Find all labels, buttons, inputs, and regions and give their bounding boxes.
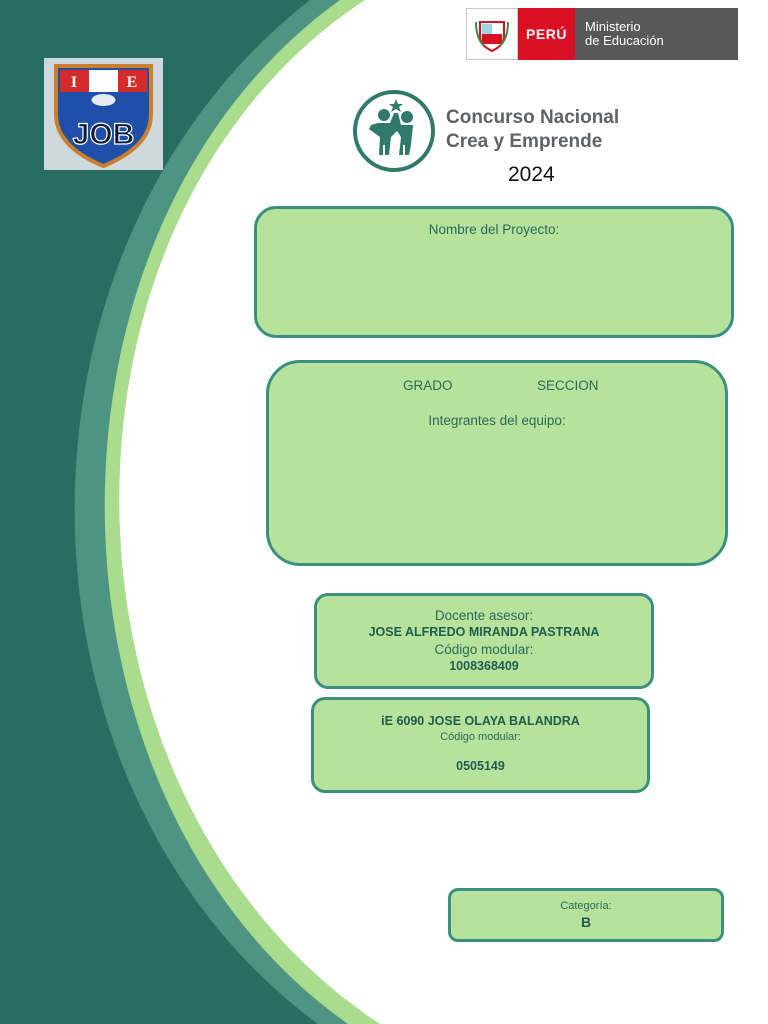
- ministry-line-2: de Educación: [585, 33, 664, 48]
- svg-text:I: I: [71, 74, 77, 91]
- advisor-code: 1008368409: [449, 659, 519, 673]
- grade-label: GRADO: [403, 378, 453, 393]
- category-value: B: [580, 914, 592, 930]
- advisor-label: Docente asesor:: [434, 608, 534, 623]
- dark-green-panel: [0, 0, 318, 1024]
- team-members-label: Integrantes del equipo:: [428, 413, 566, 428]
- school-crest-logo: I E JOB: [44, 58, 163, 170]
- team-box: GRADO SECCION Integrantes del equipo:: [266, 360, 728, 566]
- peru-label: PERÚ: [518, 8, 575, 60]
- contest-year: 2024: [508, 163, 555, 186]
- contest-title: Concurso Nacional Crea y Emprende: [446, 106, 619, 154]
- svg-text:JOB: JOB: [73, 118, 135, 151]
- contest-title-line-2: Crea y Emprende: [446, 131, 603, 152]
- project-name-box: Nombre del Proyecto:: [254, 206, 734, 338]
- category-label: Categoría:: [560, 900, 612, 912]
- ministry-line-1: Ministerio: [585, 19, 641, 34]
- svg-text:E: E: [127, 74, 138, 91]
- category-box: Categoría: B: [448, 888, 724, 942]
- contest-title-line-1: Concurso Nacional: [446, 107, 620, 128]
- advisor-box: Docente asesor: JOSE ALFREDO MIRANDA PAS…: [314, 593, 654, 689]
- contest-logo-icon: [353, 90, 435, 172]
- section-label: SECCION: [537, 378, 599, 393]
- school-box: iE 6090 JOSE OLAYA BALANDRA Código modul…: [311, 697, 650, 793]
- school-name: iE 6090 JOSE OLAYA BALANDRA: [381, 714, 580, 728]
- advisor-name: JOSE ALFREDO MIRANDA PASTRANA: [368, 625, 600, 639]
- school-code: 0505149: [456, 759, 505, 773]
- project-name-label: Nombre del Proyecto:: [428, 222, 560, 237]
- advisor-code-label: Código modular:: [434, 642, 534, 657]
- coat-of-arms-icon: [466, 8, 518, 60]
- school-code-label: Código modular:: [440, 731, 521, 743]
- ministry-logo: PERÚ Ministerio de Educación: [466, 8, 738, 60]
- ministry-name: Ministerio de Educación: [575, 8, 738, 60]
